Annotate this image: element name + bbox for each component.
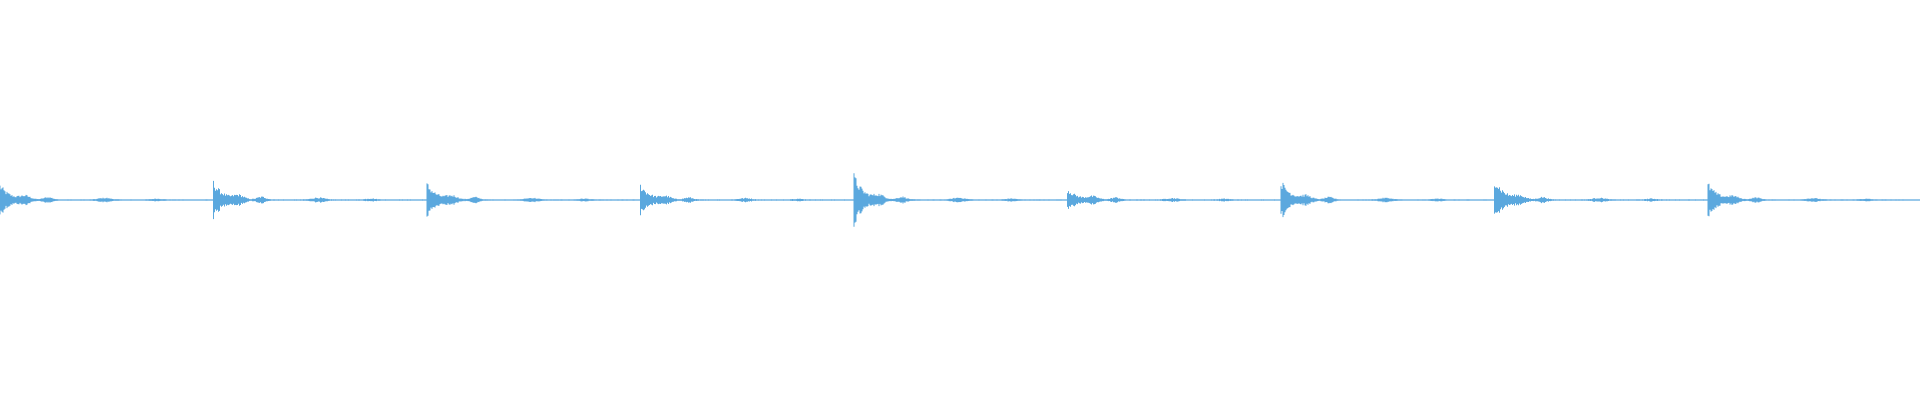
waveform-hit [853, 173, 1064, 227]
waveform-hit-shape [1707, 183, 1918, 217]
waveform-hit-shape [1280, 182, 1491, 218]
waveform-hit-shape [1494, 186, 1704, 214]
waveform-hit [1707, 183, 1918, 217]
waveform-hit-shape [213, 180, 423, 220]
waveform-hit [640, 184, 850, 216]
waveform-hit-shape [426, 183, 637, 217]
waveform-hit-shape [853, 173, 1064, 227]
waveform-hit-shape [0, 185, 210, 215]
waveform-hit [426, 183, 637, 217]
waveform-hit [1067, 191, 1277, 209]
waveform-hit [1280, 182, 1491, 218]
waveform-hit [0, 185, 210, 215]
waveform-hit-shape [1067, 191, 1277, 209]
waveform-hit [213, 180, 423, 220]
waveform-hit [1494, 186, 1704, 214]
waveform-hit-shape [640, 184, 850, 216]
